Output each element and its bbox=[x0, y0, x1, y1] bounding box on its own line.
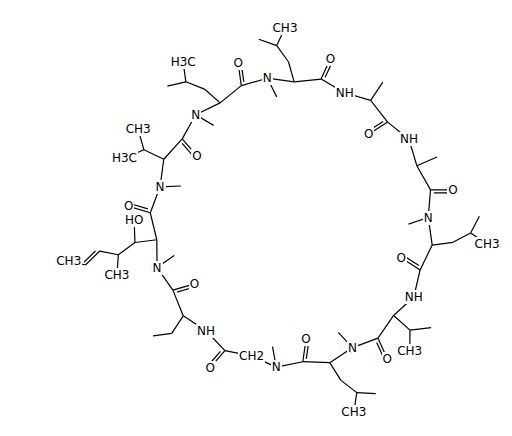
single-bond bbox=[471, 216, 480, 233]
single-bond bbox=[371, 100, 388, 122]
atom-label: O bbox=[325, 52, 336, 66]
single-bond bbox=[150, 213, 156, 240]
single-bond bbox=[432, 242, 453, 245]
single-bond bbox=[357, 392, 376, 394]
atom-label: O bbox=[204, 361, 215, 375]
single-bond bbox=[186, 82, 205, 89]
atom-label: O bbox=[300, 332, 311, 346]
single-bond bbox=[173, 290, 183, 316]
single-bond bbox=[303, 362, 330, 363]
single-bond bbox=[371, 82, 383, 100]
single-bond bbox=[288, 62, 294, 82]
single-bond bbox=[417, 166, 431, 190]
atom-label: O bbox=[447, 183, 458, 197]
atom-label: O bbox=[363, 127, 374, 141]
single-bond bbox=[378, 315, 394, 338]
atom-label: O bbox=[123, 199, 134, 213]
atom-label: CH3 bbox=[271, 21, 298, 35]
atom-label: NH bbox=[399, 132, 419, 146]
single-bond bbox=[172, 316, 183, 333]
atom-label: N bbox=[152, 261, 163, 275]
atom-label: NH bbox=[335, 86, 355, 100]
single-bond bbox=[164, 139, 182, 159]
double-bond bbox=[84, 251, 100, 265]
atom-label: CH3 bbox=[396, 344, 423, 358]
single-bond bbox=[167, 82, 185, 86]
single-bond bbox=[220, 86, 241, 103]
single-bond bbox=[294, 79, 321, 82]
single-bond bbox=[204, 89, 220, 103]
atom-label: NH bbox=[196, 324, 216, 338]
atom-label: CH3 bbox=[474, 237, 501, 251]
single-bond bbox=[330, 363, 341, 381]
single-bond bbox=[100, 251, 119, 255]
atom-label: HO bbox=[124, 213, 144, 227]
atom-label: H3C bbox=[111, 151, 138, 165]
atom-label: N bbox=[262, 71, 273, 85]
atom-label: O bbox=[189, 277, 200, 291]
single-bond bbox=[417, 157, 437, 166]
atom-label: N bbox=[271, 360, 282, 374]
single-bond bbox=[259, 39, 277, 45]
atom-label: N bbox=[155, 180, 166, 194]
single-bond bbox=[153, 333, 172, 336]
atom-label: O bbox=[382, 352, 393, 366]
single-bond bbox=[277, 46, 289, 62]
atom-label: CH3 bbox=[103, 268, 130, 282]
single-bond bbox=[420, 245, 432, 270]
bond-line bbox=[84, 251, 96, 262]
atom-label: O bbox=[191, 149, 202, 163]
single-bond bbox=[394, 315, 410, 330]
single-bond bbox=[341, 380, 357, 392]
single-bond bbox=[144, 150, 164, 159]
atom-label: CH3 bbox=[55, 254, 82, 268]
single-bond bbox=[118, 243, 135, 255]
atom-label: CH2 bbox=[238, 349, 265, 363]
atom-label: N bbox=[423, 211, 434, 225]
atom-label: H3C bbox=[170, 55, 197, 69]
single-bond bbox=[135, 240, 157, 243]
single-bond bbox=[453, 233, 471, 242]
atom-label: NH bbox=[404, 290, 424, 304]
atom-label: O bbox=[232, 56, 243, 70]
atom-label: O bbox=[395, 251, 406, 265]
atom-label: N bbox=[347, 341, 358, 355]
atom-label: CH3 bbox=[125, 122, 152, 136]
single-bond bbox=[410, 328, 431, 331]
atom-label: N bbox=[190, 108, 201, 122]
atom-label: CH3 bbox=[340, 405, 367, 419]
